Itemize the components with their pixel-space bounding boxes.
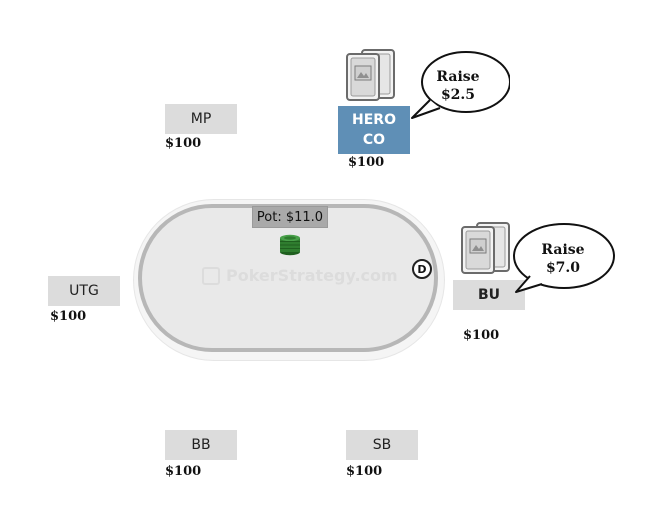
seat-mp: MP bbox=[165, 104, 237, 134]
seat-bb-stack: $100 bbox=[165, 464, 202, 479]
seat-sb-label: SB bbox=[372, 437, 392, 453]
bu-action-amount: $7.0 bbox=[545, 260, 581, 276]
seat-hero-position: CO bbox=[362, 132, 386, 148]
dealer-button-icon: D bbox=[412, 259, 432, 279]
seat-sb-stack: $100 bbox=[346, 464, 383, 479]
seat-bb-label: BB bbox=[191, 437, 211, 453]
hero-action-text: Raise $2.5 bbox=[418, 68, 498, 104]
seat-sb: SB bbox=[346, 430, 418, 460]
hero-card-back-icon bbox=[346, 49, 395, 101]
seat-bu-stack: $100 bbox=[463, 328, 500, 343]
hero-action-amount: $2.5 bbox=[440, 87, 476, 103]
bu-action-type: Raise bbox=[541, 242, 585, 258]
chip-stack-icon bbox=[280, 234, 300, 256]
seat-utg-label: UTG bbox=[69, 283, 99, 299]
seat-hero-label: HERO bbox=[352, 112, 396, 128]
hero-action-type: Raise bbox=[436, 69, 480, 85]
seat-utg: UTG bbox=[48, 276, 120, 306]
seat-utg-stack: $100 bbox=[50, 309, 87, 324]
bu-action-text: Raise $7.0 bbox=[523, 241, 603, 277]
bu-card-back-icon bbox=[461, 222, 510, 274]
poker-table-felt bbox=[138, 204, 438, 352]
seat-hero: HERO CO bbox=[338, 106, 410, 154]
seat-hero-stack: $100 bbox=[348, 155, 385, 170]
seat-bu-label: BU bbox=[477, 287, 501, 303]
seat-bb: BB bbox=[165, 430, 237, 460]
seat-mp-label: MP bbox=[190, 111, 212, 127]
pot-label: Pot: $11.0 bbox=[252, 206, 328, 228]
seat-mp-stack: $100 bbox=[165, 136, 202, 151]
seat-bu: BU bbox=[453, 280, 525, 310]
